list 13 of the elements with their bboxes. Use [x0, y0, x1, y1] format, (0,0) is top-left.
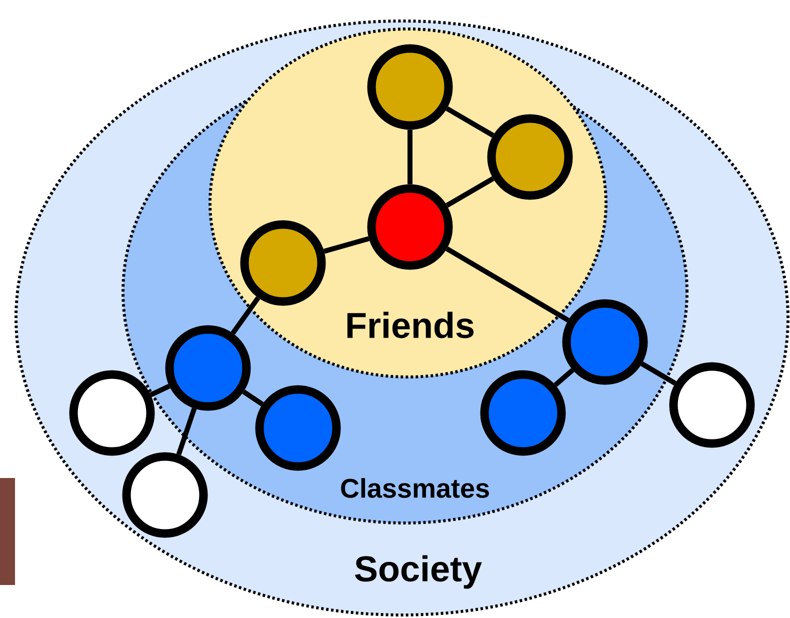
connector-line [408, 130, 412, 184]
connector-line [554, 368, 574, 387]
connector-line [230, 296, 260, 335]
connector-line [176, 408, 197, 456]
person-node [122, 452, 208, 538]
connector-line [150, 384, 170, 398]
connector-line [323, 236, 370, 254]
connector-line [446, 176, 494, 208]
connector-line [446, 106, 494, 138]
person-node [669, 362, 755, 448]
connector-line [446, 246, 570, 322]
connector-line [242, 390, 264, 406]
connector-line [640, 362, 676, 386]
